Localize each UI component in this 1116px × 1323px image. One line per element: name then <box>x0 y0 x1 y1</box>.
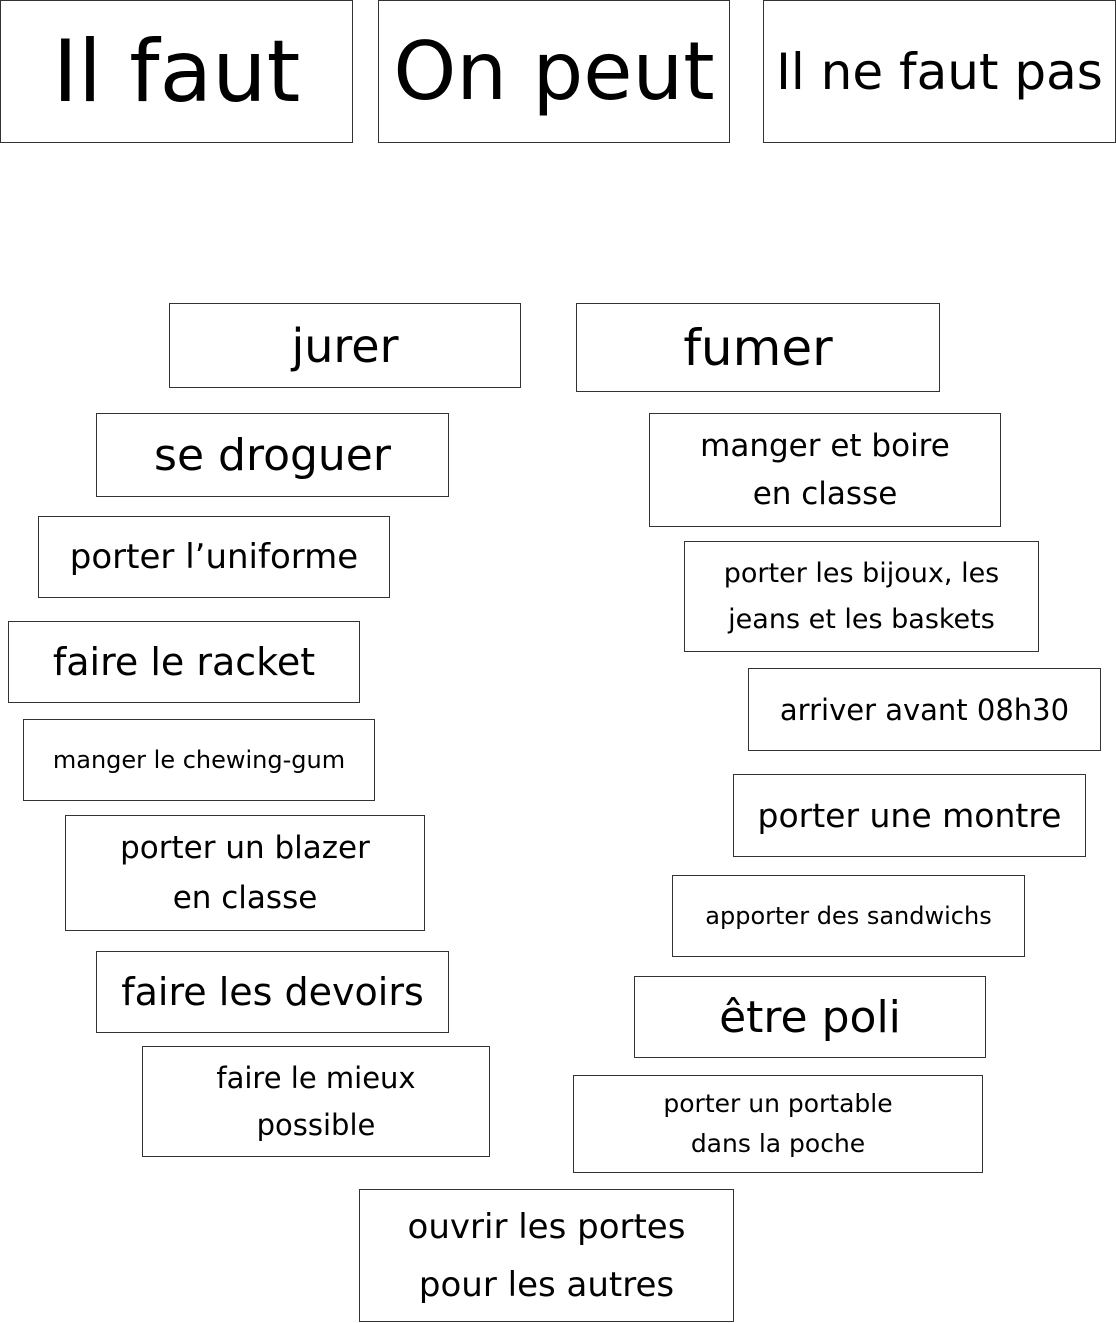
card-ouvrir-portes-line2: pour les autres <box>418 1264 675 1305</box>
card-jurer-label: jurer <box>291 318 399 373</box>
card-faire-mieux-line2: possible <box>256 1107 376 1142</box>
heading-il-ne-faut-pas: Il ne faut pas <box>763 0 1116 143</box>
card-se-droguer[interactable]: se droguer <box>96 413 449 497</box>
card-manger-boire-line1: manger et boire <box>700 428 950 464</box>
card-porter-blazer-line1: porter un blazer <box>120 830 370 866</box>
card-sandwichs-label: apporter des sandwichs <box>705 902 992 930</box>
card-manger-boire-line2: en classe <box>752 476 898 512</box>
card-porter-uniforme-label: porter l’uniforme <box>69 537 359 577</box>
card-etre-poli-label: être poli <box>719 991 901 1043</box>
card-faire-mieux-line1: faire le mieux <box>216 1060 416 1095</box>
card-faire-racket-label: faire le racket <box>52 640 316 684</box>
card-arriver-avant-label: arriver avant 08h30 <box>779 692 1070 727</box>
card-portable[interactable]: porter un portable dans la poche <box>573 1075 983 1173</box>
card-porter-bijoux[interactable]: porter les bijoux, les jeans et les bask… <box>684 541 1039 652</box>
card-etre-poli[interactable]: être poli <box>634 976 986 1058</box>
card-faire-mieux[interactable]: faire le mieux possible <box>142 1046 490 1157</box>
card-chewing-gum-label: manger le chewing-gum <box>52 746 346 774</box>
heading-il-faut-label: Il faut <box>52 21 301 122</box>
heading-il-ne-faut-pas-label: Il ne faut pas <box>776 42 1103 101</box>
card-se-droguer-label: se droguer <box>154 429 391 481</box>
card-manger-boire[interactable]: manger et boire en classe <box>649 413 1001 527</box>
card-porter-bijoux-line2: jeans et les baskets <box>728 603 995 635</box>
card-faire-racket[interactable]: faire le racket <box>8 621 360 703</box>
card-porter-montre[interactable]: porter une montre <box>733 774 1086 857</box>
card-arriver-avant[interactable]: arriver avant 08h30 <box>748 668 1101 751</box>
card-faire-devoirs-label: faire les devoirs <box>121 970 424 1014</box>
card-porter-uniforme[interactable]: porter l’uniforme <box>38 516 390 598</box>
card-porter-blazer[interactable]: porter un blazer en classe <box>65 815 425 931</box>
heading-on-peut-label: On peut <box>393 25 715 118</box>
card-faire-devoirs[interactable]: faire les devoirs <box>96 951 449 1033</box>
card-portable-line2: dans la poche <box>690 1129 866 1158</box>
card-porter-montre-label: porter une montre <box>757 796 1062 835</box>
card-chewing-gum[interactable]: manger le chewing-gum <box>23 719 375 801</box>
heading-on-peut: On peut <box>378 0 730 143</box>
card-ouvrir-portes[interactable]: ouvrir les portes pour les autres <box>359 1189 734 1322</box>
card-porter-blazer-line2: en classe <box>172 880 318 916</box>
card-portable-line1: porter un portable <box>663 1089 893 1118</box>
card-porter-bijoux-line1: porter les bijoux, les <box>723 557 1000 589</box>
card-fumer-label: fumer <box>683 318 833 377</box>
card-sandwichs[interactable]: apporter des sandwichs <box>672 875 1025 957</box>
card-ouvrir-portes-line1: ouvrir les portes <box>407 1206 686 1247</box>
heading-il-faut: Il faut <box>0 0 353 143</box>
card-fumer[interactable]: fumer <box>576 303 940 392</box>
card-jurer[interactable]: jurer <box>169 303 521 388</box>
